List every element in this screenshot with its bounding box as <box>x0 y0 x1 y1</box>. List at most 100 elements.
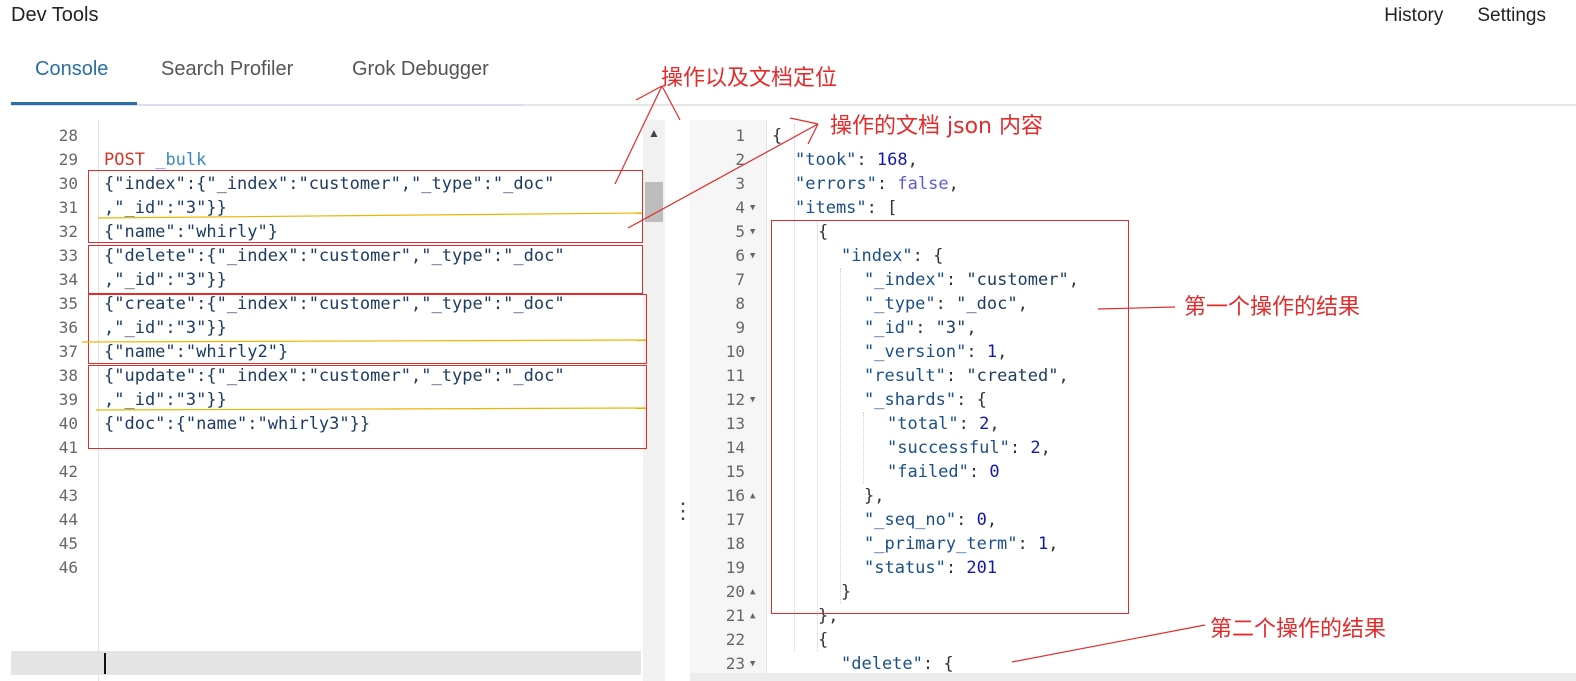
json-bracket: { <box>818 630 829 650</box>
scroll-up-icon[interactable]: ▲ <box>648 126 660 140</box>
text-cursor <box>104 653 106 674</box>
response-line-number: 19 <box>725 558 745 577</box>
response-line: "_type": "_doc", <box>864 294 1028 314</box>
annotation-doc-json: 操作的文档 json 内容 <box>830 114 1043 139</box>
json-value: false <box>897 174 949 194</box>
response-line-number: 1 <box>735 126 745 145</box>
json-key: "delete" <box>841 654 923 674</box>
tab-grok-debugger[interactable]: Grok Debugger <box>352 58 489 80</box>
response-line: "_seq_no": 0, <box>864 510 998 530</box>
json-key: "_index" <box>864 270 946 290</box>
json-value: "created" <box>966 366 1059 386</box>
json-key: "failed" <box>887 462 969 482</box>
line-number: 41 <box>58 438 78 457</box>
response-line-number: 18 <box>725 534 745 553</box>
fold-open-icon[interactable]: ▼ <box>750 251 756 261</box>
json-value: { <box>933 246 944 266</box>
line-number: 43 <box>58 486 78 505</box>
scroll-thumb[interactable] <box>645 182 663 222</box>
response-line-number: 22 <box>725 630 745 649</box>
highlight-index-op <box>88 170 643 243</box>
line-number: 30 <box>58 174 78 193</box>
response-line-number: 13 <box>725 414 745 433</box>
request-url: _bulk <box>155 150 207 170</box>
fold-close-icon[interactable]: ▲ <box>750 587 756 597</box>
response-line: "_shards": { <box>864 390 987 410</box>
response-line-number: 21 <box>725 606 745 625</box>
indent-guide <box>840 268 841 604</box>
json-key: "status" <box>864 558 946 578</box>
response-line-number: 12 <box>725 390 745 409</box>
settings-link[interactable]: Settings <box>1477 5 1546 26</box>
response-line: "delete": { <box>841 654 954 674</box>
json-value: 0 <box>989 462 1000 482</box>
response-line-number: 2 <box>735 150 745 169</box>
history-link[interactable]: History <box>1384 5 1444 26</box>
response-line-number: 11 <box>725 366 745 385</box>
request-line-method: POST _bulk <box>104 148 206 172</box>
highlight-update-op <box>88 365 647 449</box>
fold-open-icon[interactable]: ▼ <box>750 395 756 405</box>
json-value: "customer" <box>966 270 1069 290</box>
pane-resize-handle-icon[interactable]: ⋮ <box>672 498 694 523</box>
fold-open-icon[interactable]: ▼ <box>750 203 756 213</box>
json-punct: , <box>997 342 1008 362</box>
json-bracket: } <box>841 582 852 602</box>
response-line: "total": 2, <box>887 414 1000 434</box>
indent-guide <box>817 220 818 652</box>
tab-search-profiler[interactable]: Search Profiler <box>161 58 294 80</box>
fold-open-icon[interactable]: ▼ <box>750 659 756 669</box>
line-number: 36 <box>58 318 78 337</box>
json-value: 1 <box>986 342 998 362</box>
json-value: 2 <box>979 414 990 434</box>
json-punct: , <box>1058 366 1069 386</box>
json-key: "_shards" <box>864 390 957 410</box>
response-line: "took": 168, <box>795 150 918 170</box>
response-line: { <box>818 220 828 244</box>
response-hscrollbar[interactable] <box>690 673 1576 681</box>
line-number: 29 <box>58 150 78 169</box>
response-line-number: 9 <box>735 318 745 337</box>
request-line: {"delete":{"_index":"customer","_type":"… <box>104 246 565 266</box>
request-method: POST <box>104 150 145 170</box>
request-line: ,"_id":"3"}} <box>104 270 227 290</box>
tab-console[interactable]: Console <box>35 58 109 80</box>
response-line: "_version": 1, <box>864 342 1008 362</box>
json-key: "_version" <box>864 342 967 362</box>
response-line: "index": { <box>841 246 944 266</box>
json-value: { <box>943 654 954 674</box>
response-line-number: 15 <box>725 462 745 481</box>
json-value: 0 <box>976 510 987 530</box>
response-line-number: 3 <box>735 174 745 193</box>
active-tab-indicator <box>11 102 137 105</box>
fold-open-icon[interactable]: ▼ <box>750 227 756 237</box>
fold-close-icon[interactable]: ▲ <box>750 611 756 621</box>
annotation-first-result: 第一个操作的结果 <box>1184 295 1361 320</box>
response-line-number: 20 <box>725 582 745 601</box>
response-line: "errors": false, <box>795 174 959 194</box>
json-key: "index" <box>841 246 913 266</box>
line-number: 31 <box>58 198 78 217</box>
response-line-number: 17 <box>725 510 745 529</box>
indent-guide <box>794 124 795 652</box>
line-number: 37 <box>58 342 78 361</box>
response-line: "status": 201 <box>864 558 998 578</box>
request-line: {"name":"whirly2"} <box>104 342 289 362</box>
line-number: 33 <box>58 246 78 265</box>
response-line-number: 4 <box>735 198 745 217</box>
response-line: }, <box>818 604 838 628</box>
top-nav: History Settings <box>1384 5 1546 27</box>
request-line: {"create":{"_index":"customer","_type":"… <box>104 294 565 314</box>
json-value: 201 <box>966 558 998 578</box>
json-value: 168 <box>876 150 908 170</box>
json-key: "_type" <box>864 294 936 314</box>
fold-close-icon[interactable]: ▲ <box>750 491 756 501</box>
json-punct: , <box>1017 294 1028 314</box>
json-punct: , <box>986 510 998 530</box>
line-number: 44 <box>58 510 78 529</box>
line-number: 46 <box>58 558 78 577</box>
json-key: "errors" <box>795 174 877 194</box>
response-line: "result": "created", <box>864 366 1069 386</box>
line-number: 34 <box>58 270 78 289</box>
